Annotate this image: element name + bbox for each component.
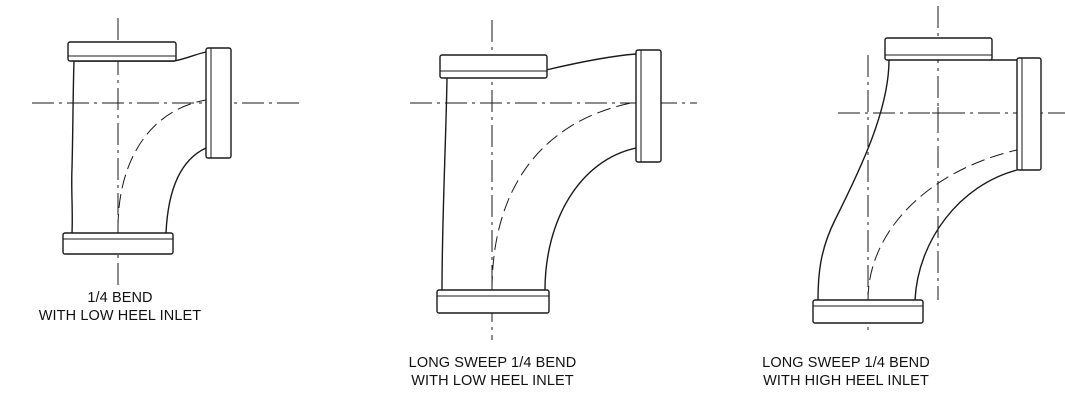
fitting-long-sweep-high-heel [812, 6, 1065, 330]
fitting1-caption-line1: 1/4 BEND [87, 290, 153, 306]
fitting1-caption-line2: WITH LOW HEEL INLET [38, 308, 202, 324]
fitting2-inner-bend-hidden [491, 101, 637, 291]
fitting3-caption-line2: WITH HIGH HEEL INLET [763, 373, 929, 389]
fitting-long-sweep-low-heel [410, 20, 697, 340]
fitting3-side-hub [1016, 57, 1042, 171]
fitting1-side-hub [205, 47, 232, 159]
fitting2-body-outline [441, 53, 637, 291]
fitting2-caption-line1: LONG SWEEP 1/4 BEND [408, 355, 577, 371]
fitting1-bottom-hub [62, 232, 174, 255]
fitting1-caption: 1/4 BEND WITH LOW HEEL INLET [0, 289, 240, 325]
fitting3-body-outline [817, 59, 1018, 301]
fitting3-caption-line1: LONG SWEEP 1/4 BEND [762, 355, 930, 371]
fitting1-top-hub [67, 41, 177, 62]
fitting3-caption: LONG SWEEP 1/4 BEND WITH HIGH HEEL INLET [712, 354, 980, 390]
fitting3-top-hub [884, 37, 993, 61]
fitting3-inner-bend-hidden [867, 149, 1018, 301]
fitting2-caption-line2: WITH LOW HEEL INLET [411, 373, 574, 389]
fitting1-inner-bend-hidden [117, 99, 207, 229]
fitting2-top-hub [439, 54, 548, 79]
fitting2-caption: LONG SWEEP 1/4 BEND WITH LOW HEEL INLET [360, 354, 625, 390]
fitting2-side-hub [635, 49, 662, 163]
fitting3-bottom-hub [812, 299, 924, 324]
fitting1-body-outline [71, 51, 207, 234]
fitting-quarter-bend-low-heel [32, 18, 300, 290]
fitting2-bottom-hub [436, 289, 550, 314]
